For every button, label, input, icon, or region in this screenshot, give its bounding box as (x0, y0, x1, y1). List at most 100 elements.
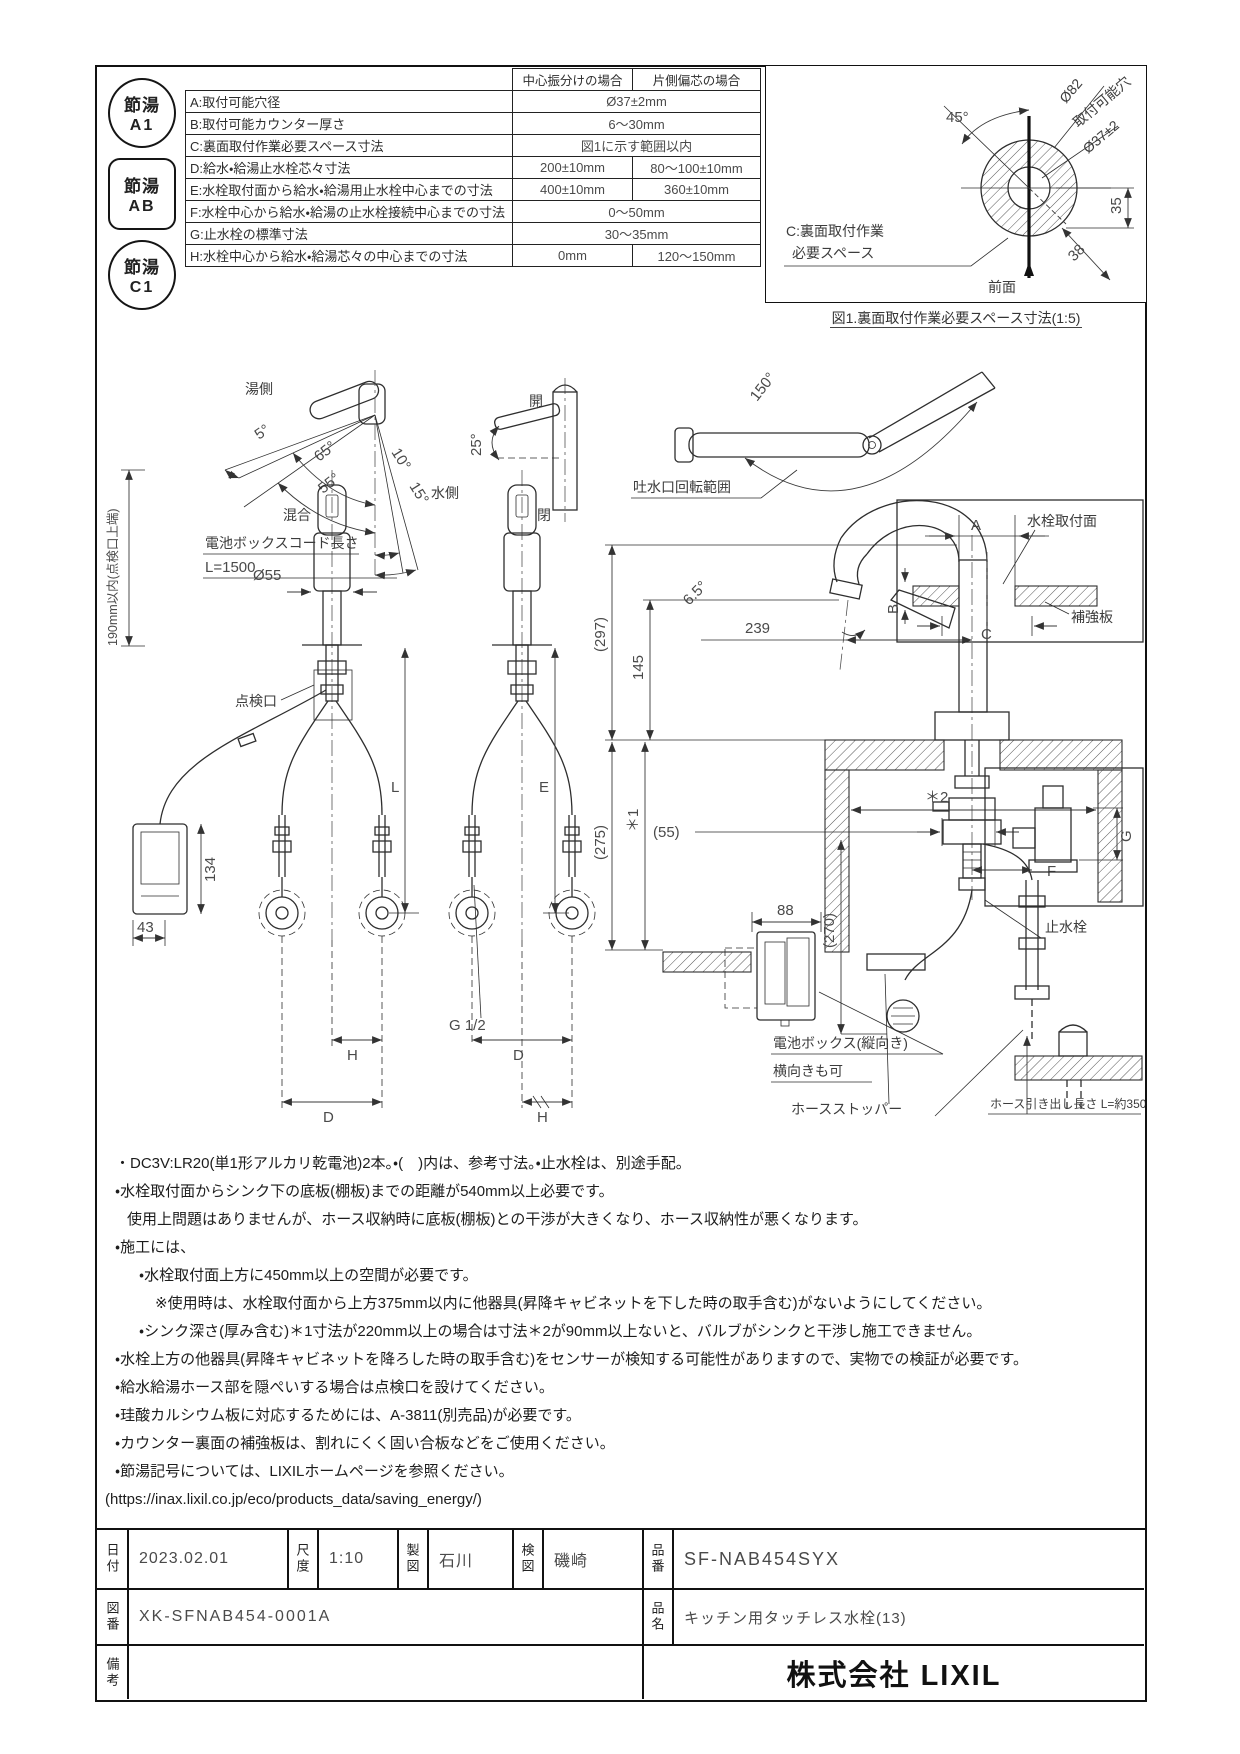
front-direction-arrow (1024, 262, 1034, 276)
eco-badge-ab-code: AB (128, 198, 156, 215)
mount-face-label: 水栓取付面 (1027, 513, 1097, 529)
lever-open-label: 開 (529, 393, 543, 409)
notes-block: ・DC3V:LR20(単1形アルカリ乾電池)2本。・( )内は、参考寸法。・止水… (105, 1150, 1115, 1514)
eco-badge-ab-label: 節湯 (124, 177, 160, 196)
spec-row-e-center: 400±10mm (512, 178, 633, 201)
eco-badge-ab: 節湯 AB (108, 158, 176, 230)
main-drawing: 湯側 5° 65° 55° 10° 15° 混合 水側 25° 開 閉 150°… (106, 370, 1145, 1126)
spec-header-side: 片側偏芯の場合 (632, 68, 761, 91)
faucet-front-view-offset (448, 469, 596, 941)
stop-valve-label: 止水栓 (1045, 919, 1087, 935)
drafter-value: 石川 (439, 1553, 474, 1570)
note-line: 使用上問題はありませんが、ホース収納時に底板(棚板)との干渉が大きくなり、ホース… (127, 1211, 868, 1228)
company-name: 株式会社 LIXIL (786, 1659, 1002, 1692)
tilt-10deg: 10° (388, 445, 414, 473)
spec-row-d-center: 200±10mm (512, 156, 633, 179)
battery-cord-label: 電池ボックスコード長さ (205, 535, 359, 551)
title-block: 日付 2023.02.01 尺度 1:10 製図 石川 検図 磯崎 品番 SF-… (95, 1528, 1147, 1702)
eco-badge-c1-code: C1 (129, 279, 155, 296)
mount-detail-box: A B C 水栓取付面 補強板 (885, 499, 1144, 643)
note-line: ・水栓上方の他器具(昇降キャビネットを降ろした時の取手含む)をセンサーが検知する… (115, 1351, 1028, 1368)
dim-6-5deg: 6.5° (680, 578, 711, 609)
note-line: ・シンク深さ(厚み含む)＊1寸法が220mm以上の場合は寸法＊2が90mm以上な… (139, 1323, 982, 1340)
battery-horizontal-label: 横向きも可 (773, 1063, 843, 1079)
drafter-label: 製図 (404, 1543, 420, 1575)
eco-badge-a1: 節湯 A1 (108, 78, 176, 148)
spec-row-e-side: 360±10mm (632, 178, 761, 201)
fig1-box: Ø82 取付可能穴 Ø37±2 45° 35 38 C:裏面取付作業 必要スペー… (765, 65, 1147, 303)
spec-row-b-label: B:取付可能カウンター厚さ (185, 112, 513, 135)
spec-row-a-label: A:取付可能穴径 (185, 90, 513, 113)
hose-pull-label: ホース引き出し長さ L=約350 (990, 1096, 1145, 1111)
dim-dia55: Ø55 (253, 567, 281, 584)
dim-H-center: H (347, 1047, 358, 1064)
tilt-5deg: 5° (252, 421, 274, 443)
spec-row-c-value: 図1に示す範囲以内 (512, 134, 761, 157)
faucet-side-view: (297) 145 6.5° 239 (55) ＊1 (275) ＊2 F (2… (592, 499, 1123, 1040)
note-line: ・カウンター裏面の補強板は、割れにくく固い合板などをご使用ください。 (115, 1435, 615, 1452)
fig1-caption: 図1.裏面取付作業必要スペース寸法(1:5) (829, 310, 1083, 328)
scale-label: 尺度 (294, 1543, 310, 1575)
fig1-drawing: Ø82 取付可能穴 Ø37±2 45° 35 38 C:裏面取付作業 必要スペー… (784, 73, 1134, 295)
eco-badge-c1: 節湯 C1 (108, 240, 176, 310)
spec-row-e-label: E:水栓取付面から給水・給湯用止水栓中心までの寸法 (185, 178, 513, 201)
note-line: ※使用時は、水栓取付面から上方375mm以内に他器具(昇降キャビネットを下した時… (155, 1295, 992, 1312)
spec-row-b-value: 6〜30mm (512, 112, 761, 135)
dim-55: (55) (653, 824, 680, 841)
remarks-label: 備考 (104, 1656, 120, 1689)
swivel-label: 吐水口回転範囲 (633, 479, 731, 495)
spec-row-h-label: H:水栓中心から給水・給湯芯々の中心までの寸法 (185, 244, 513, 267)
table-row: H:水栓中心から給水・給湯芯々の中心までの寸法 0mm 120〜150mm (185, 244, 761, 267)
dim-275: (275) (592, 825, 609, 860)
table-row: D:給水・給湯止水栓芯々寸法 200±10mm 80〜100±10mm (185, 156, 761, 179)
spout-swivel-diagram: 150° 吐水口回転範囲 (631, 370, 996, 499)
date-value: 2023.02.01 (139, 1550, 230, 1567)
spec-row-c-label: C:裏面取付作業必要スペース寸法 (185, 134, 513, 157)
spec-header-center: 中心振分けの場合 (512, 68, 633, 91)
lever-close-label: 閉 (537, 507, 551, 523)
spec-row-a-value: Ø37±2mm (512, 90, 761, 113)
inspection-port-label: 点検口 (235, 693, 277, 709)
dim-D-center: D (323, 1109, 334, 1126)
dim-134: 134 (202, 857, 219, 882)
spec-row-h-center: 0mm (512, 244, 633, 267)
detail-dim-B: B (885, 604, 902, 614)
eco-badge-a1-label: 節湯 (124, 96, 160, 115)
detail-dim-C: C (981, 626, 992, 643)
date-label: 日付 (104, 1543, 120, 1575)
detail-dim-G: G (1118, 830, 1135, 842)
spec-row-g-value: 30〜35mm (512, 222, 761, 245)
tilt-mix-label: 混合 (283, 507, 311, 523)
dim-L: L (391, 779, 399, 796)
eco-badge-a1-code: A1 (129, 117, 155, 134)
note-line: ・水栓取付面からシンク下の底板(棚板)までの距離が540mm以上必要です。 (115, 1183, 614, 1200)
product-name-label: 品名 (649, 1601, 665, 1633)
front-view-annotations: 電池ボックスコード長さ L=1500 Ø55 点検口 L E G 1/2 H D… (203, 535, 573, 1126)
spec-row-f-label: F:水栓中心から給水・給湯の止水栓接続中心までの寸法 (185, 200, 513, 223)
note-line: ・水栓取付面上方に450mm以上の空間が必要です。 (139, 1267, 478, 1284)
fig1-front-label: 前面 (988, 279, 1016, 295)
lever-25deg: 25° (468, 433, 485, 456)
dim-H-offset: H (537, 1109, 548, 1126)
spec-row-h-side: 120〜150mm (632, 244, 761, 267)
dim-43: 43 (137, 919, 154, 936)
spec-table: 中心振分けの場合 片側偏芯の場合 A:取付可能穴径 Ø37±2mm B:取付可能… (185, 68, 761, 267)
battery-cord-length: L=1500 (205, 559, 255, 576)
drawing-number-label: 図番 (104, 1601, 120, 1633)
dim-D-offset: D (513, 1047, 524, 1064)
remarks-value (129, 1646, 639, 1699)
fig1-c-note-1: C:裏面取付作業 (786, 223, 884, 239)
dim-270: (270) (821, 913, 838, 948)
note-line: ・施工には、 (115, 1239, 196, 1256)
note-line: ・珪酸カルシウム板に対応するためには、A-3811(別売品)が必要です。 (115, 1407, 581, 1424)
eco-badge-c1-label: 節湯 (124, 258, 160, 277)
note-line: ・給水給湯ホース部を隠ぺいする場合は点検口を設けてください。 (115, 1379, 554, 1396)
part-number-label: 品番 (649, 1543, 665, 1575)
fig1-c-note-2: 必要スペース (792, 245, 874, 261)
lever-open-close-diagram: 25° 開 閉 (468, 378, 578, 523)
swivel-150deg: 150° (747, 370, 780, 405)
dim-297: (297) (592, 617, 609, 652)
drawing-frame (95, 65, 1147, 1702)
table-row: G:止水栓の標準寸法 30〜35mm (185, 222, 761, 245)
spec-row-d-label: D:給水・給湯止水栓芯々寸法 (185, 156, 513, 179)
